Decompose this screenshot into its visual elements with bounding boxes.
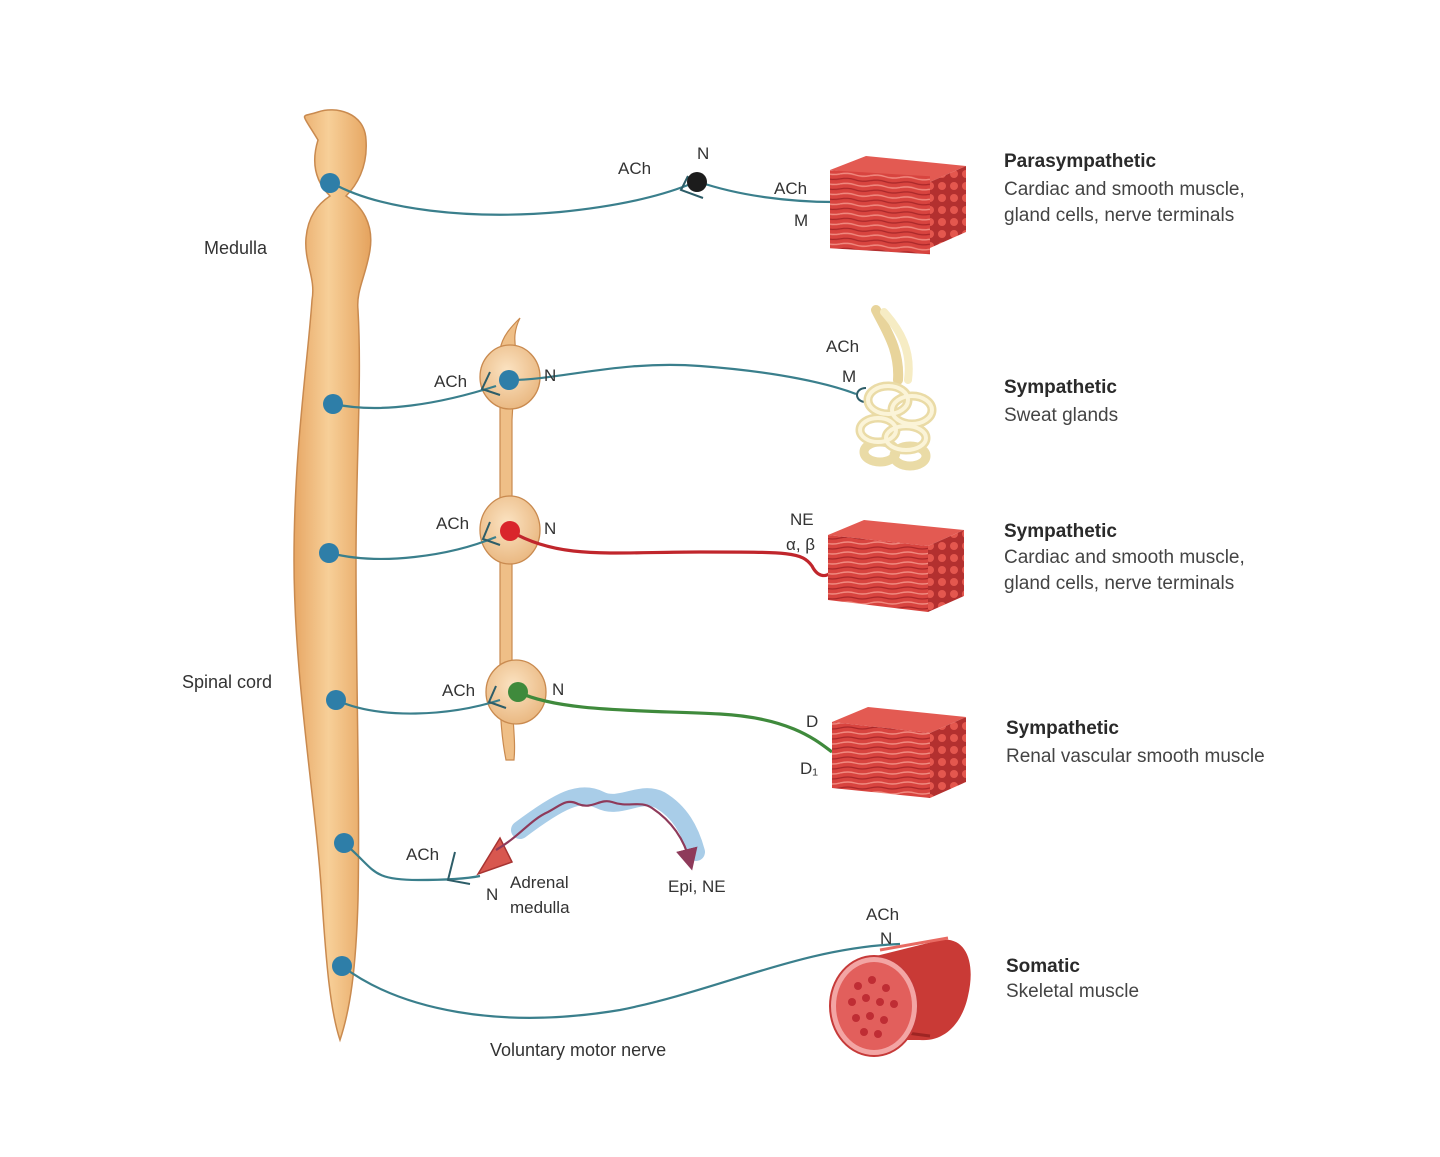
adrenal-synapse bbox=[446, 851, 471, 885]
cord-neuron-6 bbox=[332, 956, 352, 976]
spinal-cord bbox=[293, 109, 372, 1043]
sympathetic-sweat-preganglionic-nerve bbox=[333, 384, 497, 409]
r5-organ-line1: Adrenal bbox=[510, 873, 569, 892]
r3-ganglion-receptor: N bbox=[544, 519, 556, 538]
sympathetic-renal-postganglionic-nerve bbox=[517, 690, 833, 754]
voluntary-motor-nerve-path bbox=[341, 942, 901, 1019]
r2-heading: Sympathetic bbox=[1004, 377, 1117, 398]
cord-neuron-5 bbox=[334, 833, 354, 853]
r6-heading: Somatic bbox=[1006, 956, 1080, 977]
voluntary-motor-nerve-label: Voluntary motor nerve bbox=[490, 1040, 666, 1060]
r1-heading: Parasympathetic bbox=[1004, 151, 1157, 172]
r1-preganglionic-nt: ACh bbox=[618, 159, 651, 178]
r6-desc-line1: Skeletal muscle bbox=[1006, 981, 1139, 1002]
r4-target-nt: D bbox=[806, 712, 818, 731]
r1-target-nt: ACh bbox=[774, 179, 807, 198]
r6-target-receptor: N bbox=[880, 929, 892, 948]
renal-vascular-smooth-muscle-block bbox=[832, 707, 966, 798]
sympathetic-cardiac-postganglionic-nerve bbox=[509, 529, 834, 578]
r3-preganglionic-nt: ACh bbox=[436, 514, 469, 533]
r3-desc-line2: gland cells, nerve terminals bbox=[1004, 573, 1234, 594]
medulla-neuron bbox=[320, 173, 340, 193]
cardiac-smooth-muscle-block-2 bbox=[828, 520, 964, 612]
sweat-ganglion-neuron bbox=[499, 370, 519, 390]
sympathetic-cardiac-ganglion-synapse bbox=[481, 521, 501, 546]
sympathetic-renal-preganglionic-nerve bbox=[335, 698, 501, 715]
sympathetic-sweat-ganglion-synapse bbox=[480, 371, 501, 396]
r4-ganglion-receptor: N bbox=[552, 680, 564, 699]
parasympathetic-preganglionic-nerve bbox=[331, 182, 689, 216]
sympathetic-sweat-target-synapse bbox=[856, 387, 867, 403]
r1-desc-line1: Cardiac and smooth muscle, bbox=[1004, 179, 1245, 200]
r2-target-receptor: M bbox=[842, 367, 856, 386]
spinal-cord-label: Spinal cord bbox=[182, 672, 272, 692]
skeletal-muscle-cylinder bbox=[829, 936, 971, 1057]
cardiac-smooth-muscle-block-1 bbox=[830, 156, 966, 255]
sympathetic-renal-ganglion-synapse bbox=[487, 685, 507, 709]
r2-target-nt: ACh bbox=[826, 337, 859, 356]
adrenal-preganglionic-nerve bbox=[343, 842, 481, 882]
cord-neuron-4 bbox=[326, 690, 346, 710]
r2-preganglionic-nt: ACh bbox=[434, 372, 467, 391]
r3-heading: Sympathetic bbox=[1004, 521, 1117, 542]
cord-neuron-bodies bbox=[319, 173, 354, 976]
r4-preganglionic-nt: ACh bbox=[442, 681, 475, 700]
parasympathetic-ganglion-neuron bbox=[687, 172, 707, 192]
r3-target-nt: NE bbox=[790, 510, 814, 529]
cardiac-ganglion-neuron bbox=[500, 521, 520, 541]
sympathetic-sweat-postganglionic-nerve bbox=[509, 363, 857, 396]
r5-receptor: N bbox=[486, 885, 498, 904]
r2-ganglion-receptor: N bbox=[544, 366, 556, 385]
r1-ganglion-receptor: N bbox=[697, 144, 709, 163]
r1-target-receptor: M bbox=[794, 211, 808, 230]
medulla-label: Medulla bbox=[204, 238, 268, 258]
r4-heading: Sympathetic bbox=[1006, 718, 1119, 739]
r5-organ-line2: medulla bbox=[510, 898, 570, 917]
parasympathetic-postganglionic-nerve bbox=[698, 180, 835, 204]
sweat-gland bbox=[855, 305, 937, 471]
r6-target-nt: ACh bbox=[866, 905, 899, 924]
r3-desc-line1: Cardiac and smooth muscle, bbox=[1004, 547, 1245, 568]
r1-desc-line2: gland cells, nerve terminals bbox=[1004, 205, 1234, 226]
r5-release: Epi, NE bbox=[668, 877, 726, 896]
sympathetic-cardiac-preganglionic-nerve bbox=[329, 535, 497, 560]
cord-neuron-3 bbox=[319, 543, 339, 563]
renal-ganglion-neuron bbox=[508, 682, 528, 702]
r5-preganglionic-nt: ACh bbox=[406, 845, 439, 864]
adrenal-medulla-organ bbox=[476, 787, 705, 876]
r4-target-receptor: D₁ bbox=[800, 759, 818, 778]
r4-desc-line1: Renal vascular smooth muscle bbox=[1006, 746, 1265, 767]
cord-neuron-2 bbox=[323, 394, 343, 414]
r2-desc-line1: Sweat glands bbox=[1004, 405, 1118, 426]
parasympathetic-ganglion-synapse bbox=[679, 175, 704, 199]
r3-target-receptor: α, β bbox=[786, 535, 815, 554]
